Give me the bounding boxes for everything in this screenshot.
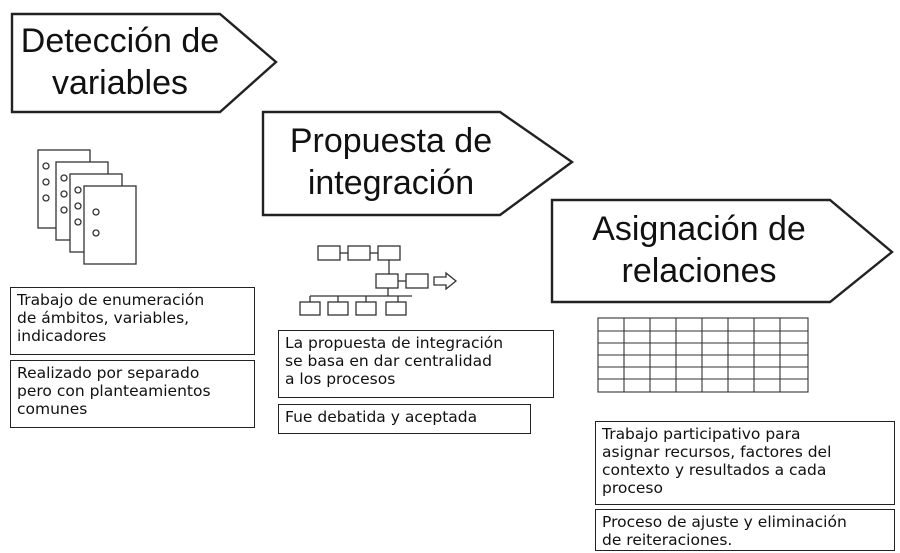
step-2-arrow [261,110,575,217]
step-3-note-1: Trabajo participativo para asignar recur… [595,421,895,505]
step-3-note-1-text: Trabajo participativo para asignar recur… [602,425,832,497]
step-2-title: Propuesta de integración [289,122,493,202]
step-3-note-2-text: Proceso de ajuste y eliminación de reite… [602,513,847,549]
step-3-title: Asignación de relaciones [592,210,806,290]
step-2-note-2-text: Fue debatida y aceptada [285,408,478,426]
step-2-note-2: Fue debatida y aceptada [278,404,531,434]
step-1-title: Detección de variables [20,22,220,102]
step-2-note-1: La propuesta de integración se basa en d… [278,330,554,398]
grid-table-icon [597,317,809,393]
step-1-arrow [10,12,278,114]
step-2-note-1-text: La propuesta de integración se basa en d… [285,334,504,388]
step-3-arrow [550,198,894,304]
process-flow-icon [299,245,458,316]
step-1-note-1: Trabajo de enumeración de ámbitos, varia… [10,287,255,355]
step-1-note-1-text: Trabajo de enumeración de ámbitos, varia… [17,291,205,345]
step-3-note-2: Proceso de ajuste y eliminación de reite… [595,509,895,551]
step-1-note-2: Realizado por separado pero con planteam… [10,360,255,428]
document-stack-icon [37,149,137,265]
step-1-note-2-text: Realizado por separado pero con planteam… [17,364,211,418]
